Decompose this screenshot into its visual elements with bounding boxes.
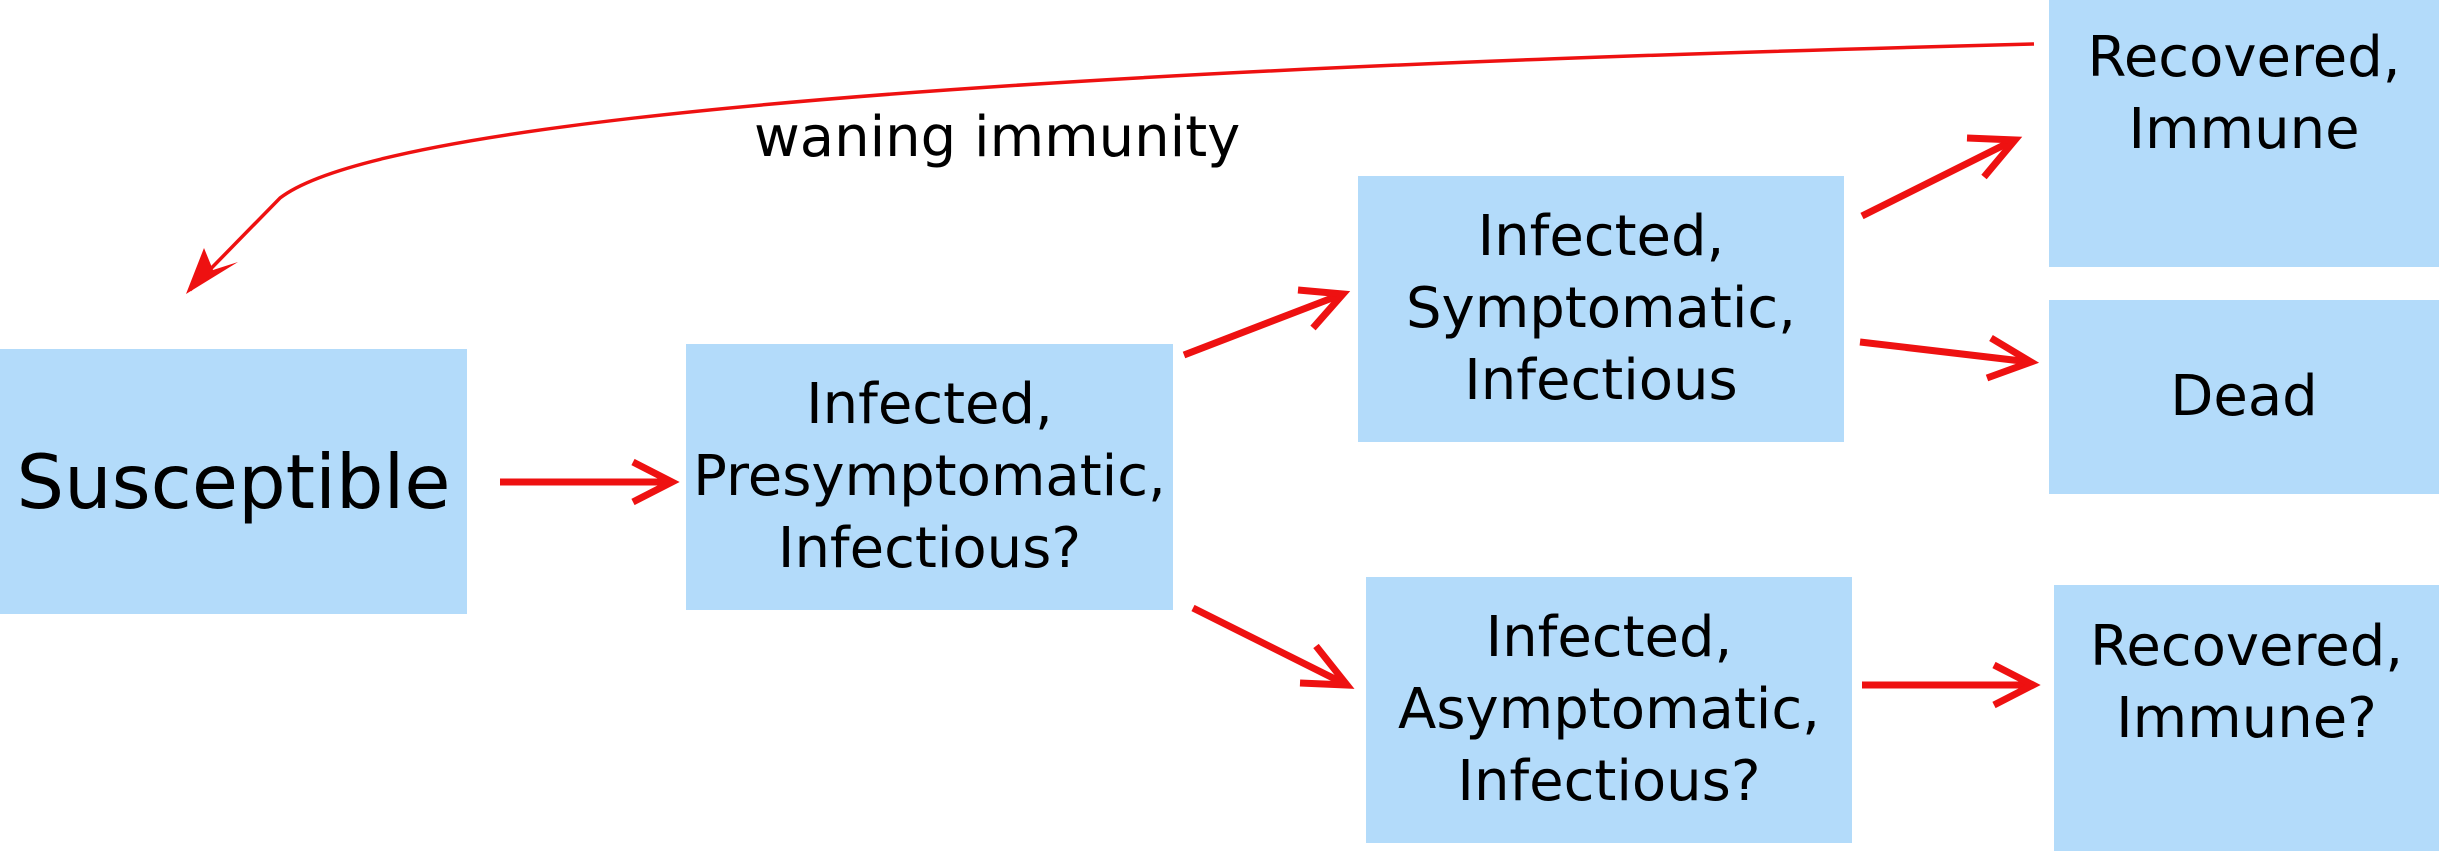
edge-presymptomatic-to-asymptomatic xyxy=(1191,604,1355,689)
edge-presymptomatic-to-symptomatic xyxy=(1182,286,1351,359)
node-label-dead: Dead xyxy=(2170,364,2318,429)
node-label-infected-presymptomatic: Infected, Presymptomatic, Infectious? xyxy=(693,372,1166,581)
edge-label-waning-immunity: waning immunity xyxy=(754,105,1241,170)
node-infected-presymptomatic: Infected, Presymptomatic, Infectious? xyxy=(686,344,1173,610)
edge-asymptomatic-to-recovered-question xyxy=(1862,661,2041,709)
node-infected-symptomatic: Infected, Symptomatic, Infectious xyxy=(1358,176,1844,442)
edge-susceptible-to-presymptomatic xyxy=(500,458,680,506)
node-recovered-immune-question: Recovered, Immune? xyxy=(2054,585,2439,851)
node-dead: Dead xyxy=(2049,300,2439,494)
edge-symptomatic-to-recovered xyxy=(1860,134,2023,220)
node-susceptible: Susceptible xyxy=(0,349,467,614)
node-recovered-immune: Recovered, Immune xyxy=(2049,0,2439,267)
node-label-susceptible: Susceptible xyxy=(16,437,451,526)
edge-symptomatic-to-dead xyxy=(1859,334,2040,382)
node-infected-asymptomatic: Infected, Asymptomatic, Infectious? xyxy=(1366,577,1852,843)
node-label-infected-symptomatic: Infected, Symptomatic, Infectious xyxy=(1406,204,1796,413)
node-label-infected-asymptomatic: Infected, Asymptomatic, Infectious? xyxy=(1398,605,1820,814)
node-label-recovered-immune-question: Recovered, Immune? xyxy=(2089,614,2404,751)
node-label-recovered-immune: Recovered, Immune xyxy=(2087,25,2401,162)
edge-waning-immunity xyxy=(186,42,2035,294)
